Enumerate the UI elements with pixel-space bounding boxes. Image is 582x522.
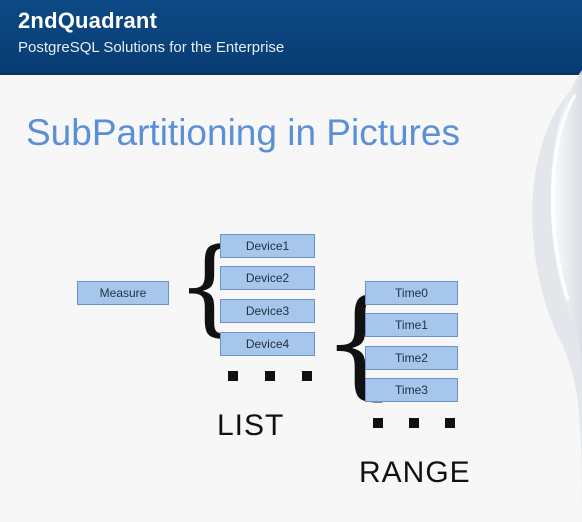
range-partition-time2: Time2 xyxy=(365,346,458,370)
measure-table-box: Measure xyxy=(77,281,169,305)
brand-tagline: PostgreSQL Solutions for the Enterprise xyxy=(18,39,285,56)
range-continuation-dots xyxy=(373,418,455,428)
list-partition-device4: Device4 xyxy=(220,332,315,356)
range-partition-time1: Time1 xyxy=(365,313,458,337)
list-continuation-dots xyxy=(228,371,312,381)
range-label: RANGE xyxy=(359,456,471,489)
slide-header: 2ndQuadrant PostgreSQL Solutions for the… xyxy=(0,0,582,75)
range-partition-time0: Time0 xyxy=(365,281,458,305)
list-partition-device1: Device1 xyxy=(220,234,315,258)
slide-title: SubPartitioning in Pictures xyxy=(26,112,460,153)
list-partition-device3: Device3 xyxy=(220,299,315,323)
range-partition-time3: Time3 xyxy=(365,378,458,402)
list-partition-device2: Device2 xyxy=(220,266,315,290)
brand-name: 2ndQuadrant xyxy=(18,8,158,33)
list-label: LIST xyxy=(217,409,285,442)
